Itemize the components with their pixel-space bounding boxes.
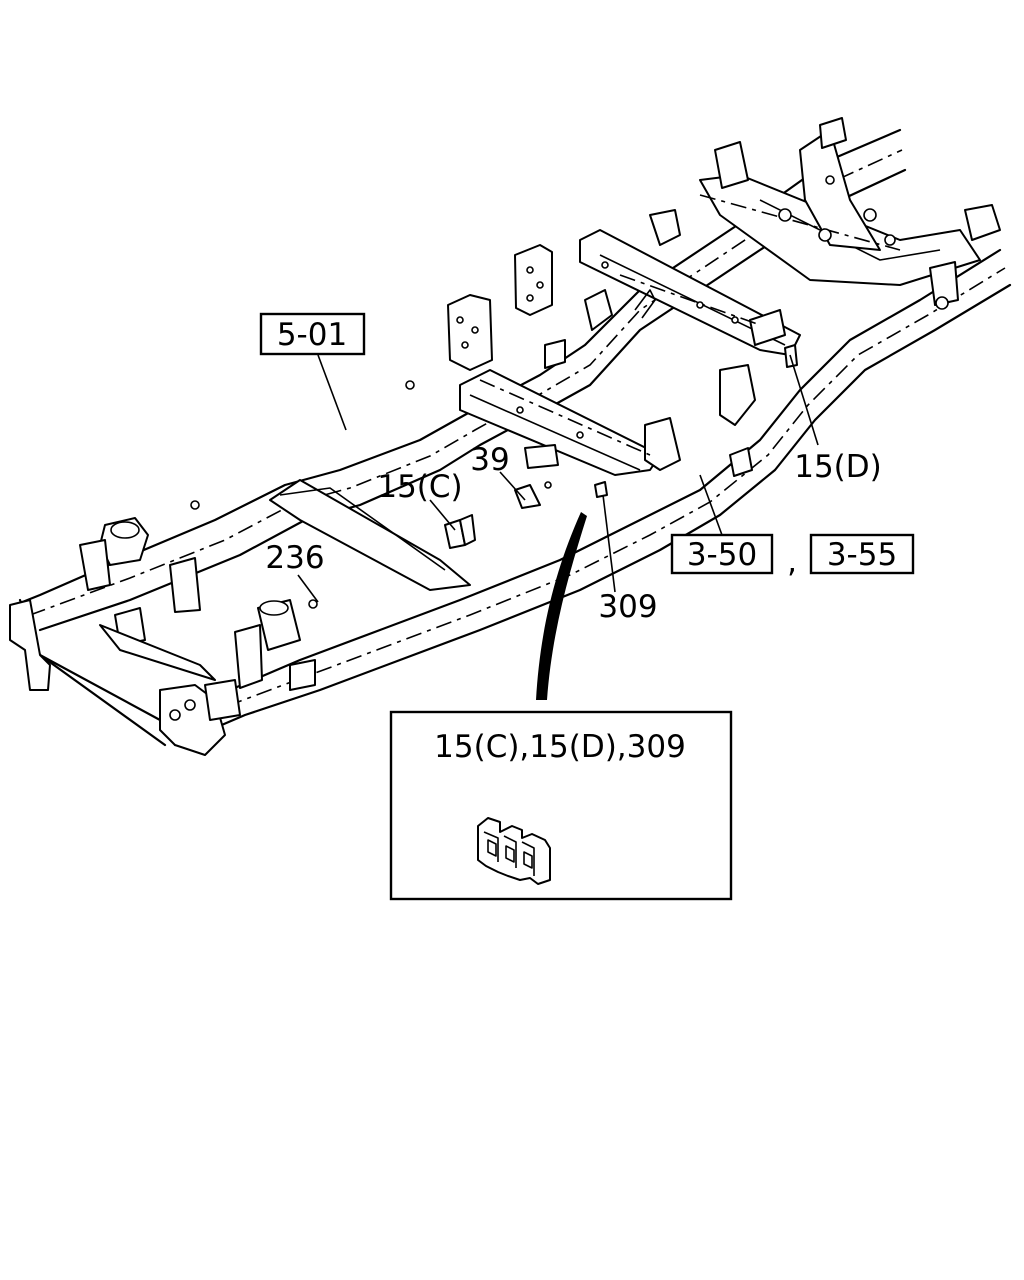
bolt-236 [308, 599, 318, 609]
detail-pointer [536, 512, 587, 700]
clip-detail-icon [477, 817, 551, 885]
front-suspension [79, 517, 216, 681]
ref-3-50-label: 3-50 [687, 537, 757, 573]
part-15c-label[interactable]: 15(C) [377, 469, 462, 505]
mount-bracket [514, 244, 553, 316]
mount-bracket [929, 261, 959, 310]
clip-309-part [594, 481, 608, 498]
mount-bracket [729, 447, 753, 477]
front-suspension [204, 599, 316, 721]
mount-bracket [819, 117, 847, 149]
mount-bracket [649, 209, 681, 246]
ref-3-55-callout[interactable]: 3-55 [809, 533, 915, 575]
clip-15c-part [444, 514, 476, 549]
mount-bracket [719, 364, 756, 426]
frame-ref-label: 5-01 [277, 317, 347, 353]
part-39-label[interactable]: 39 [470, 442, 509, 478]
part-15d-label[interactable]: 15(D) [794, 449, 882, 485]
mount-bracket [447, 294, 493, 371]
ref-separator: , [787, 544, 797, 580]
part-309-label[interactable]: 309 [598, 589, 657, 625]
part-236-label[interactable]: 236 [265, 540, 324, 576]
mount-bracket [644, 417, 681, 471]
chassis-frame [9, 117, 1012, 756]
detail-inset: 15(C),15(D),309 [389, 710, 733, 901]
detail-label: 15(C),15(D),309 [434, 729, 686, 765]
mount-bracket [714, 141, 749, 189]
ref-3-50-callout[interactable]: 3-50 [670, 533, 774, 575]
part-39-plate [514, 444, 559, 509]
mount-bracket [964, 204, 1001, 241]
frame-ref-callout[interactable]: 5-01 [259, 312, 366, 356]
ref-3-55-label: 3-55 [827, 537, 897, 573]
